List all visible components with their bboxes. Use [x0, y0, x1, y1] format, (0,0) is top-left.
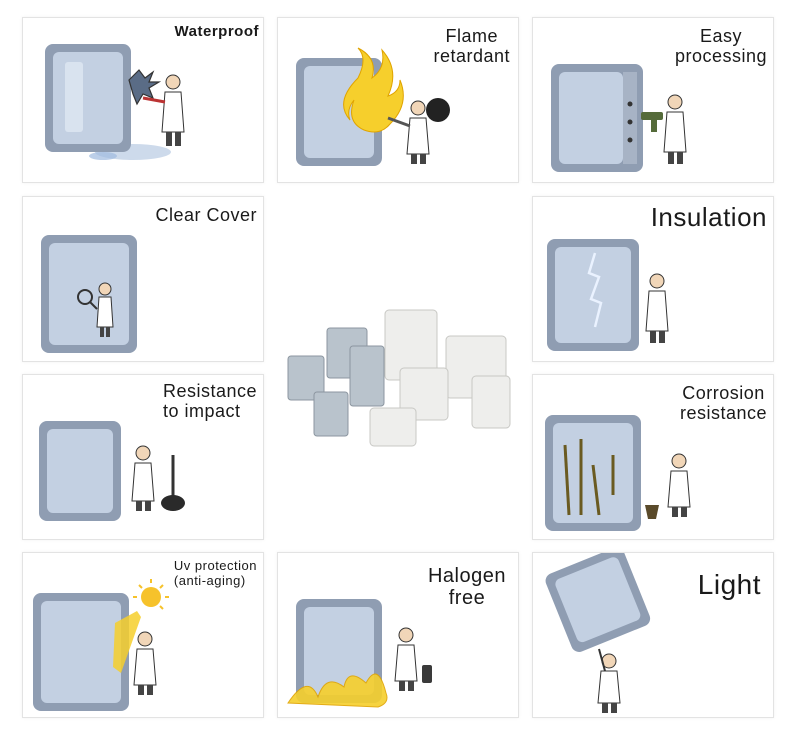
corrosion-resistance-illustration: [545, 415, 691, 531]
uv-protection-illustration: [33, 579, 169, 711]
feature-card-light: Light: [532, 552, 774, 718]
feature-card-halogen-free: Halogen free: [277, 552, 519, 718]
hammer-icon: [161, 455, 185, 511]
scientist-icon: [645, 453, 691, 519]
feature-label: Insulation: [650, 202, 767, 232]
enclosure-icon: [551, 64, 643, 172]
enclosure-icon: [39, 421, 121, 521]
scientist-icon: [142, 74, 185, 146]
scientist-icon: [663, 94, 687, 164]
scientist-icon: [387, 98, 450, 164]
enclosure-icon: [45, 44, 171, 160]
feature-label: Corrosion resistance: [679, 383, 767, 424]
halogen-free-illustration: [287, 599, 432, 708]
lightning-icon: [587, 252, 603, 328]
insulation-illustration: [547, 239, 669, 351]
feature-label: Clear Cover: [155, 205, 257, 225]
feature-label: Uv protection (anti-aging): [173, 558, 257, 588]
easy-processing-illustration: [551, 64, 687, 172]
feature-label: Resistance to impact: [162, 381, 257, 422]
feature-label: Light: [697, 569, 761, 600]
feature-card-uv-protection: Uv protection (anti-aging): [22, 552, 264, 718]
feature-label: Halogen free: [427, 565, 506, 610]
clear-cover-illustration: [41, 235, 137, 353]
enclosure-icon: [545, 553, 651, 652]
drill-icon: [641, 112, 663, 132]
enclosure-icon: [287, 309, 511, 447]
sun-icon: [113, 579, 169, 673]
impact-resistance-illustration: [39, 421, 185, 521]
enclosure-icon: [41, 235, 137, 353]
scientist-icon: [133, 631, 157, 695]
tools-icon: [563, 439, 615, 516]
feature-card-flame-retardant: Flame retardant: [277, 17, 519, 183]
water-splash-icon: [128, 69, 162, 106]
feature-card-impact-resistance: Resistance to impact: [22, 374, 264, 540]
scientist-icon: [645, 273, 669, 343]
light-illustration: [545, 553, 651, 713]
scientist-icon: [394, 627, 418, 691]
feature-label: Flame retardant: [433, 26, 510, 67]
feature-card-waterproof: Waterproof: [22, 17, 264, 183]
feature-card-corrosion-resistance: Corrosion resistance: [532, 374, 774, 540]
feature-label: Easy processing: [674, 26, 767, 67]
scientist-icon: [597, 648, 621, 713]
feature-card-clear-cover: Clear Cover: [22, 196, 264, 362]
magnifier-icon: [77, 289, 98, 310]
scientist-icon: [96, 282, 114, 337]
flame-icon: [343, 47, 404, 133]
feature-card-easy-processing: Easy processing: [532, 17, 774, 183]
enclosure-icon: [33, 593, 129, 711]
enclosure-icon: [296, 599, 382, 703]
feature-label: Waterproof: [174, 23, 259, 40]
flame-icon: [287, 673, 388, 708]
flame-retardant-illustration: [296, 47, 450, 166]
waterproof-illustration: [45, 44, 185, 160]
lantern-icon: [422, 665, 432, 683]
feature-card-insulation: Insulation: [532, 196, 774, 362]
scientist-icon: [131, 445, 155, 511]
